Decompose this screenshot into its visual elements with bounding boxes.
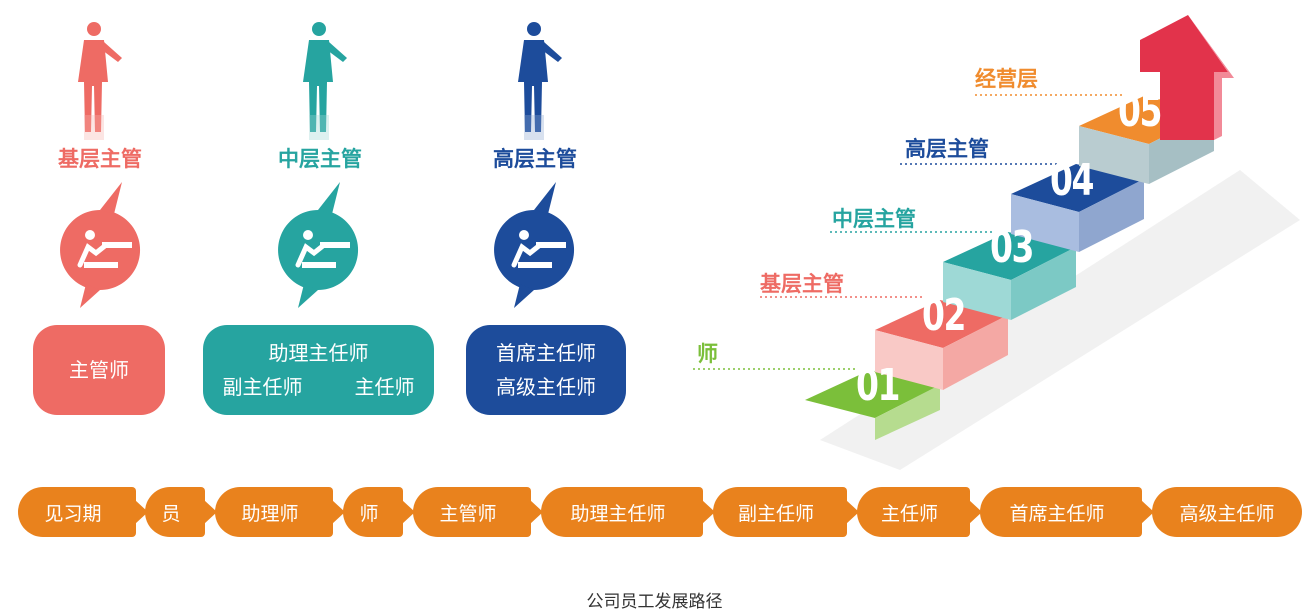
stairs-runner-icon <box>60 182 141 308</box>
title-item: 高级主任师 <box>496 375 596 399</box>
step-label-4: 高层主管 <box>905 137 989 161</box>
person-icon <box>518 22 562 140</box>
manager-title-middle: 中层主管 <box>278 147 362 171</box>
title-item: 主任师 <box>354 375 415 399</box>
up-arrow <box>1140 15 1228 140</box>
path-stage: 助理主任师 <box>541 487 715 537</box>
manager-title-basic: 基层主管 <box>58 147 142 171</box>
path-stage: 员 <box>145 487 217 537</box>
step-label-1: 师 <box>697 342 718 366</box>
title-box-basic: 主管师 <box>33 325 165 415</box>
step-number-4: 04 <box>1050 155 1094 206</box>
step-front <box>875 330 943 390</box>
step-front <box>943 262 1011 320</box>
step-number-5: 05 <box>1118 86 1162 137</box>
step-front <box>1079 126 1149 184</box>
title-box-middle: 助理主任师 副主任师 主任师 <box>203 325 434 415</box>
step-label-5: 经营层 <box>975 67 1038 91</box>
person-icon <box>78 22 122 140</box>
step-number-1: 01 <box>856 360 900 411</box>
path-stage: 见习期 <box>18 487 148 537</box>
title-item: 助理主任师 <box>268 341 369 365</box>
step-side <box>943 315 1008 390</box>
path-stage: 副主任师 <box>713 487 859 537</box>
title-box-senior: 首席主任师 高级主任师 <box>466 325 626 415</box>
person-icon <box>303 22 347 140</box>
stairs-runner-icon <box>278 182 359 308</box>
stairs-runner-icon <box>494 182 575 308</box>
step-top <box>1011 164 1144 212</box>
step-top <box>875 300 1008 348</box>
path-stage: 高级主任师 <box>1152 487 1302 537</box>
step-label-2: 基层主管 <box>760 272 844 296</box>
manager-title-senior: 高层主管 <box>493 147 577 171</box>
step-number-3: 03 <box>990 222 1034 273</box>
step-front <box>1011 194 1079 252</box>
step-front <box>875 385 940 440</box>
path-stage: 助理师 <box>215 487 345 537</box>
path-stage: 主管师 <box>413 487 543 537</box>
title-item: 副主任师 <box>222 375 303 399</box>
step-top <box>805 370 940 418</box>
title-item: 主管师 <box>69 358 129 382</box>
title-item: 首席主任师 <box>496 341 596 365</box>
diagram-caption: 公司员工发展路径 <box>586 592 723 612</box>
path-stage: 主任师 <box>857 487 982 537</box>
step-side <box>1011 247 1076 320</box>
step-label-3: 中层主管 <box>832 207 916 231</box>
step-number-2: 02 <box>922 290 966 341</box>
step-side <box>1079 179 1144 252</box>
up-arrow-side <box>1188 15 1234 140</box>
path-stage: 首席主任师 <box>980 487 1154 537</box>
path-stage: 师 <box>343 487 415 537</box>
step-top <box>943 232 1076 280</box>
